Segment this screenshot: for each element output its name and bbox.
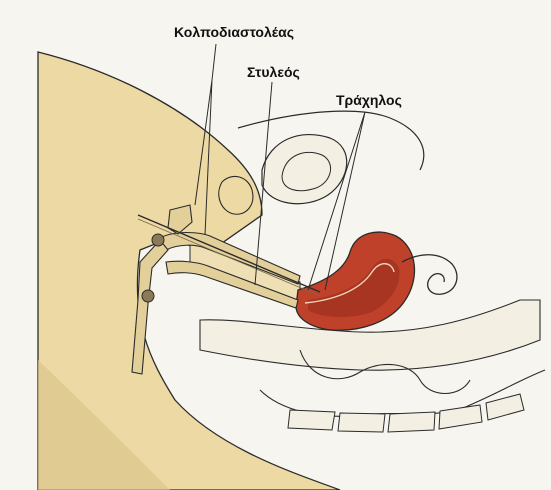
- label-stylet: Στυλεός: [247, 64, 300, 80]
- label-cervix: Τράχηλος: [336, 92, 402, 108]
- pubic-bone: [219, 176, 253, 214]
- speculum-screw-upper: [152, 234, 164, 246]
- speculum-screw-lower: [142, 290, 154, 302]
- label-speculum: Κολποδιαστολέας: [174, 24, 294, 40]
